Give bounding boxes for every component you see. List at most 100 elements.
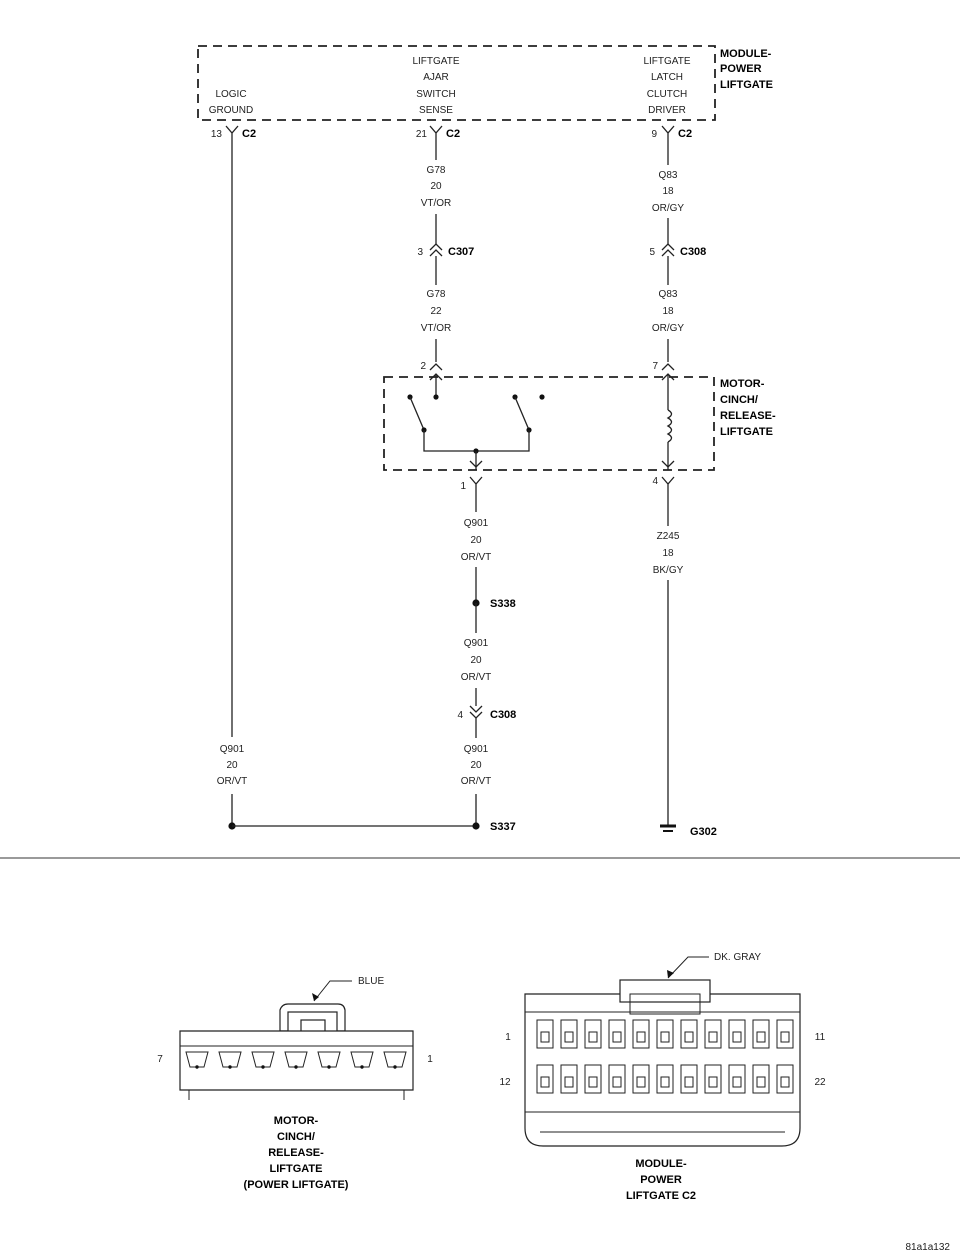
svg-text:SENSE: SENSE <box>419 105 453 116</box>
connector-c2-pin13: 13 C2 <box>211 125 256 140</box>
svg-text:4: 4 <box>457 710 463 721</box>
svg-text:21: 21 <box>416 129 428 140</box>
module-cavity-top <box>584 1019 602 1049</box>
svg-text:C308: C308 <box>680 246 706 258</box>
svg-text:C308: C308 <box>490 709 516 721</box>
svg-text:BK/GY: BK/GY <box>653 565 684 576</box>
module-name-label: MODULE- POWER LIFTGATE <box>720 48 773 91</box>
svg-text:1: 1 <box>505 1032 511 1043</box>
svg-text:12: 12 <box>499 1077 511 1088</box>
module-cavity-bottom <box>704 1064 722 1094</box>
connector-c308-pin4: 4 C308 <box>457 705 516 721</box>
module-cavity-top <box>752 1019 770 1049</box>
svg-text:7: 7 <box>157 1054 163 1065</box>
module-cavity-top <box>776 1019 794 1049</box>
pin-label-logic-ground: LOGIC GROUND <box>209 89 253 116</box>
svg-text:MOTOR-: MOTOR- <box>720 378 765 390</box>
module-cavity-top-contact <box>732 1031 742 1043</box>
ground-g302: G302 <box>660 824 717 838</box>
svg-text:18: 18 <box>662 186 674 197</box>
svg-text:Q83: Q83 <box>659 170 678 181</box>
svg-text:OR/VT: OR/VT <box>461 672 492 683</box>
svg-text:(POWER LIFTGATE): (POWER LIFTGATE) <box>244 1179 349 1191</box>
svg-text:G302: G302 <box>690 826 717 838</box>
motor-connector-face-view: BLUE 7 1 MOTOR- CINCH/ <box>157 976 433 1191</box>
pin-label-ajar-switch-sense: LIFTGATE AJAR SWITCH SENSE <box>412 56 459 116</box>
module-cavity-bottom <box>728 1064 746 1094</box>
module-cavity-bottom <box>776 1064 794 1094</box>
module-cavity-bottom <box>656 1064 674 1094</box>
svg-text:18: 18 <box>662 306 674 317</box>
svg-text:20: 20 <box>430 181 442 192</box>
module-cavity-top-contact <box>684 1031 694 1043</box>
svg-text:DRIVER: DRIVER <box>648 105 686 116</box>
module-cavity-top-contact <box>540 1031 550 1043</box>
module-cavity-bottom-contact <box>708 1076 718 1088</box>
wire-label-q83-lower: Q83 18 OR/GY <box>652 289 685 334</box>
svg-text:Q901: Q901 <box>464 744 489 755</box>
module-cavity-bottom-contact <box>660 1076 670 1088</box>
module-cavity-top-contact <box>564 1031 574 1043</box>
module-cavity-bottom <box>680 1064 698 1094</box>
svg-text:5: 5 <box>649 247 655 258</box>
svg-text:MODULE-: MODULE- <box>635 1158 687 1170</box>
wire-label-g78-lower: G78 22 VT/OR <box>421 289 452 334</box>
module-cavity-top <box>536 1019 554 1049</box>
connector-c2-pin21: 21 C2 <box>416 125 460 140</box>
module-cavity-bottom <box>560 1064 578 1094</box>
svg-text:Q83: Q83 <box>659 289 678 300</box>
module-cavity-bottom-contact <box>540 1076 550 1088</box>
svg-text:Z245: Z245 <box>657 531 680 542</box>
module-cavity-bottom-contact <box>684 1076 694 1088</box>
connector-motor-pin7: 7 <box>652 361 675 372</box>
svg-text:LATCH: LATCH <box>651 72 683 83</box>
motor-name-label: MOTOR- CINCH/ RELEASE- LIFTGATE <box>720 378 776 438</box>
svg-text:RELEASE-: RELEASE- <box>268 1147 324 1159</box>
svg-text:OR/GY: OR/GY <box>652 323 685 334</box>
module-cavity-top-contact <box>636 1031 646 1043</box>
svg-text:POWER: POWER <box>720 63 762 75</box>
svg-text:S338: S338 <box>490 598 516 610</box>
svg-text:DK. GRAY: DK. GRAY <box>714 952 761 963</box>
svg-text:GROUND: GROUND <box>209 105 253 116</box>
svg-text:G78: G78 <box>427 289 446 300</box>
svg-text:LIFTGATE: LIFTGATE <box>270 1163 323 1175</box>
svg-text:Q901: Q901 <box>464 638 489 649</box>
motor-cinch-release-box <box>383 376 715 471</box>
svg-text:9: 9 <box>651 129 657 140</box>
module-cavity-bottom <box>608 1064 626 1094</box>
module-cavity-bottom-contact <box>780 1076 790 1088</box>
module-cavity-top <box>656 1019 674 1049</box>
figure-id: 81a1a132 <box>906 1242 951 1253</box>
module-cavity-top <box>608 1019 626 1049</box>
svg-text:LIFTGATE: LIFTGATE <box>643 56 690 67</box>
svg-text:LIFTGATE C2: LIFTGATE C2 <box>626 1190 696 1202</box>
svg-text:18: 18 <box>662 548 674 559</box>
connector-motor-pin2: 2 <box>420 361 443 372</box>
module-cavity-top <box>680 1019 698 1049</box>
module-cavity-top <box>728 1019 746 1049</box>
svg-text:20: 20 <box>470 535 482 546</box>
wire-label-z245: Z245 18 BK/GY <box>653 531 684 576</box>
svg-text:POWER: POWER <box>640 1174 682 1186</box>
svg-text:1: 1 <box>460 481 466 492</box>
wire-label-q901-b: Q901 20 OR/VT <box>461 638 492 683</box>
svg-text:1: 1 <box>427 1054 433 1065</box>
module-cavity-bottom-contact <box>564 1076 574 1088</box>
svg-text:20: 20 <box>226 760 238 771</box>
svg-text:3: 3 <box>417 247 423 258</box>
svg-text:4: 4 <box>652 476 658 487</box>
svg-text:LIFTGATE: LIFTGATE <box>720 79 773 91</box>
svg-text:CINCH/: CINCH/ <box>720 394 758 406</box>
svg-text:AJAR: AJAR <box>423 72 449 83</box>
svg-text:CLUTCH: CLUTCH <box>647 89 688 100</box>
module-cavity-top-contact <box>780 1031 790 1043</box>
module-cavity-bottom-contact <box>756 1076 766 1088</box>
module-cavity-bottom-contact <box>612 1076 622 1088</box>
connector-c307-pin3: 3 C307 <box>417 243 474 258</box>
pin-label-latch-clutch-driver: LIFTGATE LATCH CLUTCH DRIVER <box>643 56 690 116</box>
module-cavity-bottom <box>752 1064 770 1094</box>
module-cavity-bottom <box>584 1064 602 1094</box>
svg-text:OR/VT: OR/VT <box>217 776 248 787</box>
wire-label-q901-left: Q901 20 OR/VT <box>217 744 248 787</box>
